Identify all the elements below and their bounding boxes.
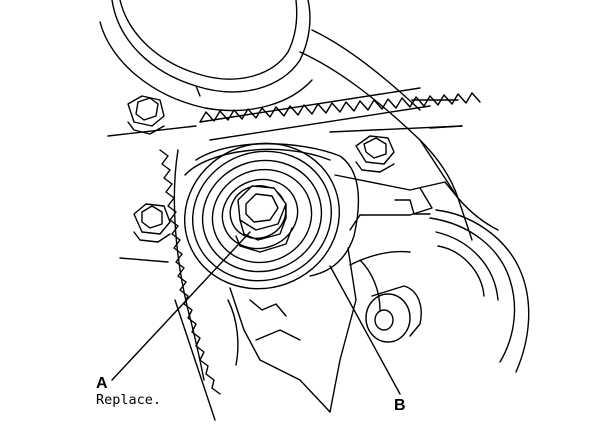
tensioner-pulley bbox=[183, 142, 359, 290]
callout-b-label: B bbox=[394, 397, 406, 414]
spacer-collar bbox=[365, 285, 422, 343]
bolt-middle-left bbox=[133, 203, 171, 243]
timing-belt bbox=[107, 87, 481, 395]
engine-housing bbox=[174, 29, 530, 421]
upper-pulley bbox=[99, 0, 313, 112]
callout-a-label: A bbox=[96, 375, 108, 392]
center-bolt bbox=[235, 185, 293, 253]
bolt-upper-right bbox=[355, 135, 395, 173]
leader-lines bbox=[111, 231, 401, 395]
leader-line-b bbox=[329, 265, 401, 395]
bolt-upper-left bbox=[127, 95, 165, 135]
leader-line-a bbox=[111, 231, 251, 381]
callout-a-note: Replace. bbox=[96, 392, 161, 408]
